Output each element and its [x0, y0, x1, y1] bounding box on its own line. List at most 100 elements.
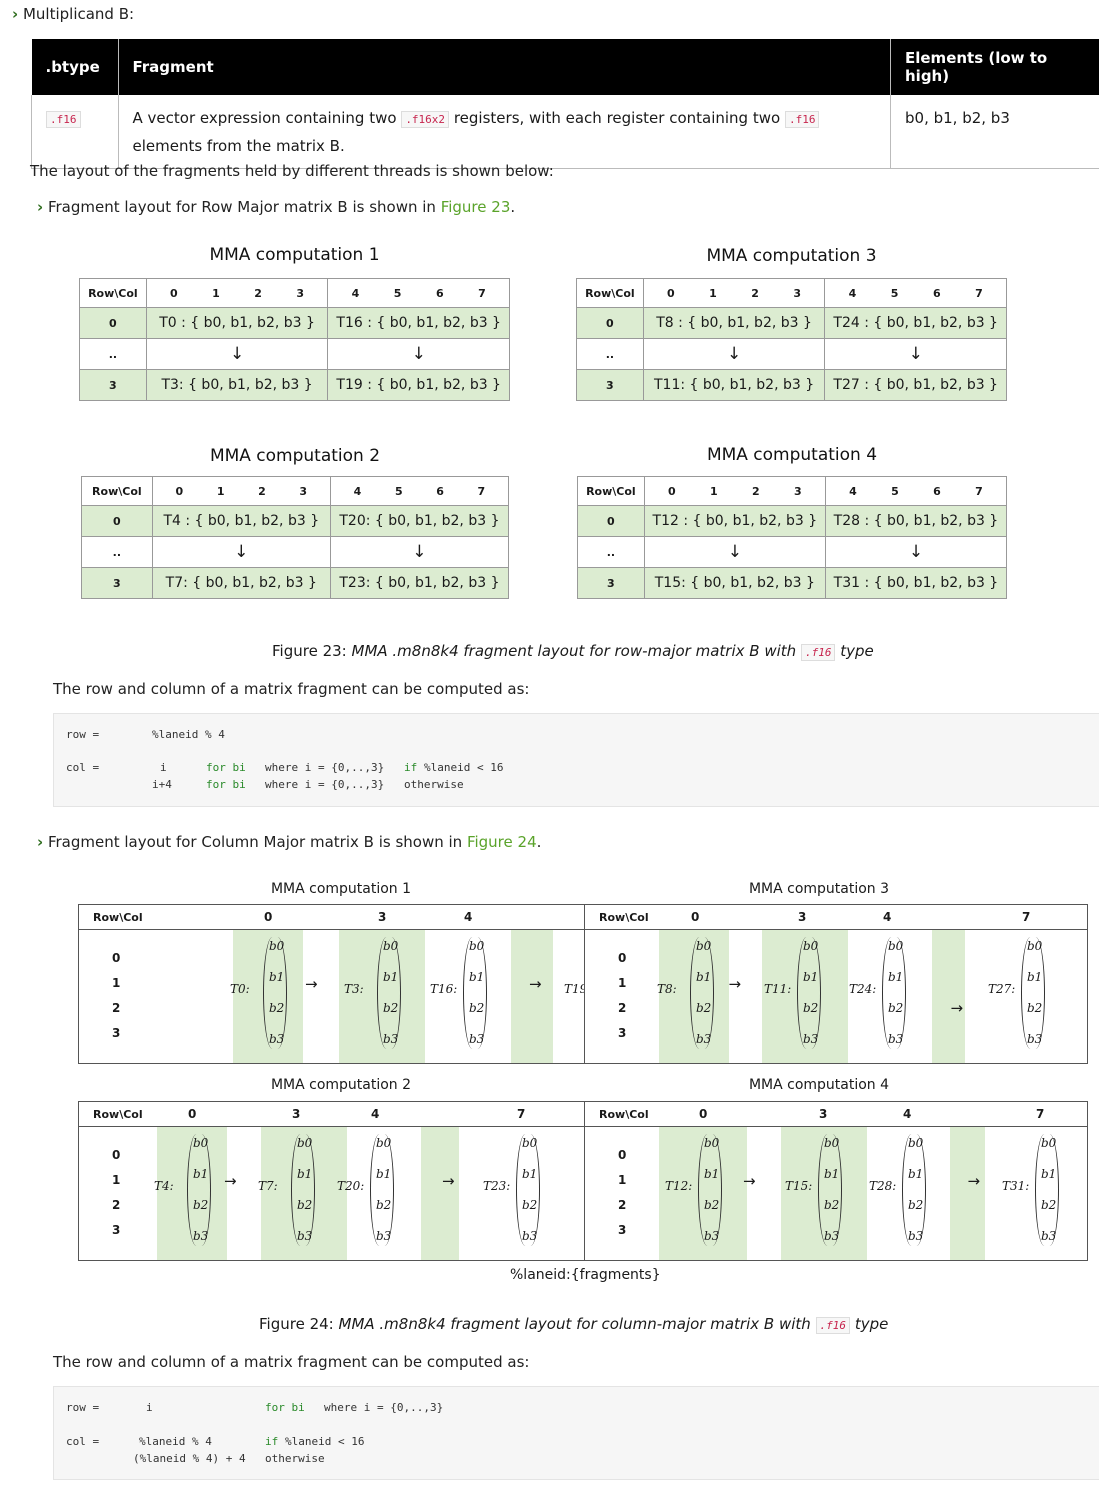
row-index: 1 [618, 1173, 627, 1187]
row-index: .. [79, 338, 147, 370]
col-index: 7 [1022, 910, 1031, 924]
col-index: 7 [478, 286, 486, 300]
col-index: 0 [667, 484, 676, 498]
row-index: 2 [112, 1198, 121, 1212]
fragment-element: b3 [269, 1032, 285, 1046]
fragment-element: b3 [803, 1032, 819, 1046]
fragment-element: b2 [1041, 1198, 1057, 1212]
fragment-element: b3 [908, 1229, 924, 1243]
fragment-element: b1 [383, 970, 399, 984]
row-col-header: Row\Col [93, 911, 143, 924]
fragment-element: b3 [888, 1032, 904, 1046]
header-fragment: Fragment [117, 39, 891, 95]
fragment-cell: ↓ [329, 536, 510, 568]
row-col-header: Row\Col [576, 278, 644, 308]
col-index: 0 [699, 1107, 708, 1121]
chevron-right-icon[interactable]: › [37, 833, 44, 851]
fragment-cell: T0 : { b0, b1, b2, b3 } [145, 307, 329, 339]
thread-label: T15: [785, 1179, 813, 1193]
fragment-element: b0 [704, 1136, 720, 1150]
row-index: 3 [577, 567, 645, 599]
row-index: 0 [112, 951, 121, 965]
figure-23-link[interactable]: Figure 23 [440, 198, 511, 216]
fragment-element: b0 [193, 1136, 209, 1150]
row-index: 0 [79, 307, 147, 339]
col-index: 7 [1036, 1107, 1045, 1121]
row-index: 2 [618, 1198, 627, 1212]
fragment-cell: T19 : { b0, b1, b2, b3 } [327, 369, 510, 401]
fragment-element: b1 [193, 1167, 209, 1181]
fragment-cell: ↓ [145, 338, 329, 370]
right-arrow-icon: → [305, 975, 318, 993]
fragment-element: b3 [522, 1229, 538, 1243]
table-row: ..↓↓ [79, 338, 510, 370]
fragment-element: b1 [522, 1167, 538, 1181]
row-index: 3 [576, 369, 644, 401]
fig24-title-2: MMA computation 2 [270, 1077, 412, 1093]
fragment-element: b2 [269, 1001, 285, 1015]
chevron-right-icon[interactable]: › [37, 198, 44, 216]
chevron-right-icon[interactable]: › [12, 5, 19, 23]
col-index: 6 [933, 484, 941, 498]
fragment-cell: ↓ [151, 536, 331, 568]
fragment-element: b2 [696, 1001, 712, 1015]
fig23-title-2: MMA computation 2 [209, 446, 381, 466]
col-index: 3 [378, 910, 387, 924]
row-index: 3 [79, 369, 147, 401]
table-row: ..↓↓ [576, 338, 1007, 370]
thread-label: T28: [869, 1179, 897, 1193]
fragment-element: b2 [376, 1198, 392, 1212]
fragment-element: b2 [469, 1001, 485, 1015]
fragment-element: b3 [1027, 1032, 1043, 1046]
fragment-element: b0 [376, 1136, 392, 1150]
fragment-element: b1 [803, 970, 819, 984]
col-index: 4 [351, 286, 360, 300]
fragment-element: b0 [1027, 939, 1043, 953]
row-col-header: Row\Col [81, 476, 153, 506]
fig24-title-3: MMA computation 3 [748, 881, 890, 897]
col-index: 5 [891, 484, 899, 498]
fragment-element: b3 [297, 1229, 313, 1243]
col-index: 4 [903, 1107, 912, 1121]
col-index: 7 [477, 484, 486, 498]
col-index: 3 [819, 1107, 828, 1121]
row-major-bullet: › Fragment layout for Row Major matrix B… [37, 198, 516, 216]
fragment-element: b3 [696, 1032, 712, 1046]
col-index: 3 [793, 286, 802, 300]
fragment-element: b0 [383, 939, 399, 953]
col-index: 3 [299, 484, 308, 498]
fragment-element: b1 [704, 1167, 720, 1181]
col-index: 0 [264, 910, 273, 924]
fig24-legend: %laneid:{fragments} [510, 1267, 661, 1283]
fragment-cell: T27 : { b0, b1, b2, b3 } [824, 369, 1007, 401]
fragment-element: b2 [193, 1198, 209, 1212]
row-index: 0 [618, 951, 627, 965]
table-row: ..↓↓ [577, 536, 1008, 568]
fragment-description: A vector expression containing two .f16x… [117, 95, 891, 169]
row-index: 3 [81, 567, 153, 599]
right-arrow-icon: → [950, 999, 964, 1017]
fragment-element: b3 [469, 1032, 485, 1046]
row-col-header: Row\Col [599, 1108, 649, 1121]
fragment-element: b0 [824, 1136, 840, 1150]
col-index: 2 [258, 484, 266, 498]
right-arrow-icon: → [529, 975, 542, 993]
col-index: 1 [709, 286, 717, 300]
col-major-bullet: › Fragment layout for Column Major matri… [37, 833, 542, 851]
btype-table: .btype Fragment Elements (low to high) .… [31, 39, 1099, 169]
fragment-element: b3 [376, 1229, 392, 1243]
figure-24-link[interactable]: Figure 24 [466, 833, 537, 851]
fragment-element: b3 [704, 1229, 720, 1243]
fragment-element: b1 [469, 970, 485, 984]
fig23-title-1: MMA computation 1 [209, 245, 380, 265]
